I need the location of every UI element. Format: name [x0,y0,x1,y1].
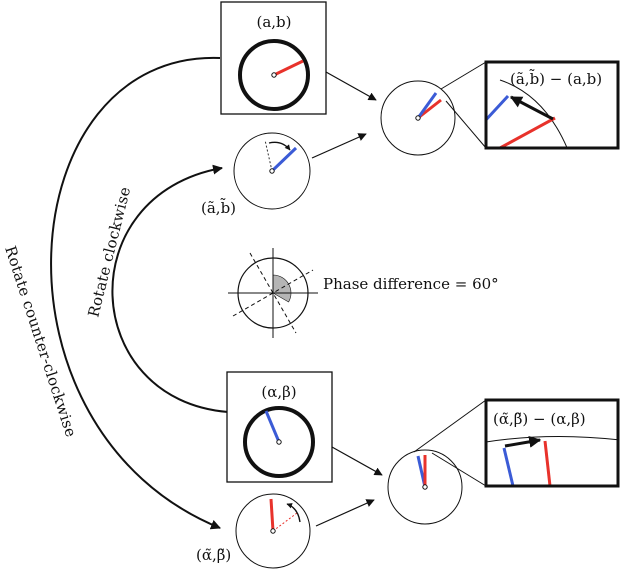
alpha-beta-label: (α,β) [261,383,296,401]
ab-difference-label: (ã,b̃) − (a,b) [510,69,602,88]
counter-clockwise-arc [50,56,221,530]
ab-difference-zoom-box: (ã,b̃) − (a,b) [484,60,620,150]
alpha-beta-combined-circle [387,449,463,525]
ab-tilde-label: (ã,b̃) [201,198,236,217]
alpha-beta-box: (α,β) [226,371,333,483]
phase-difference-icon [228,248,318,338]
ab-combined-circle [380,80,456,156]
ab-red-vector [273,59,304,77]
ab-box: (a,b) [220,1,327,115]
rotate-counter-clockwise-label: Rotate counter-clockwise [1,244,80,440]
phase-difference-label: Phase difference = 60° [323,275,499,293]
alpha-beta-blue-vector [264,410,281,443]
alpha-beta-difference-zoom-box: (α̃,β̃) − (α,β) [484,398,620,488]
alpha-beta-tilde-red-vector [269,498,275,532]
ab-tilde-circle [233,132,311,210]
clockwise-arc [111,164,229,413]
alpha-beta-tilde-circle [235,493,311,569]
ab-tilde-blue-vector [270,146,298,173]
ab-label: (a,b) [256,13,291,31]
rotate-clockwise-label: Rotate clockwise [84,185,134,319]
alpha-beta-difference-label: (α̃,β̃) − (α,β) [493,410,586,428]
alpha-beta-tilde-label: (α̃,β̃) [196,546,231,564]
